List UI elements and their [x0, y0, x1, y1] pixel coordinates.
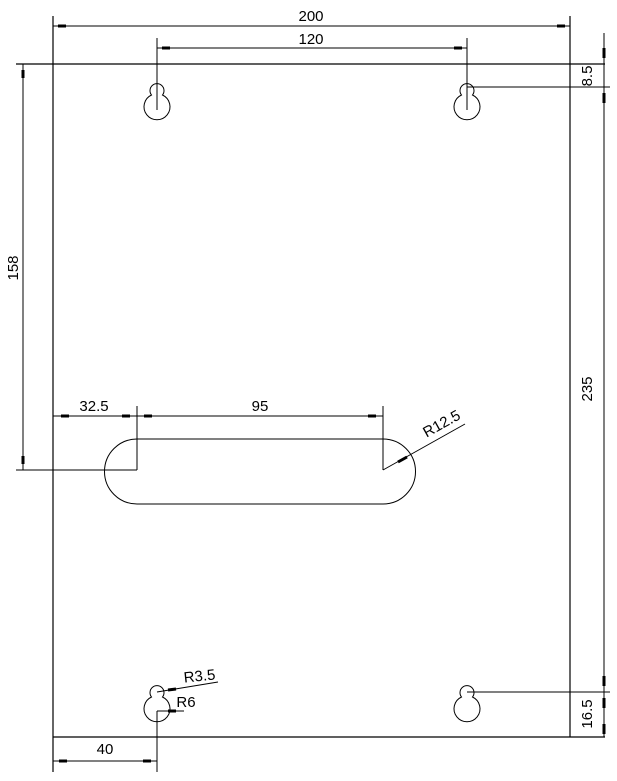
- dim-slot-height: 158: [5, 64, 137, 471]
- svg-text:95: 95: [252, 398, 269, 415]
- svg-text:R3.5: R3.5: [183, 666, 216, 686]
- svg-text:32.5: 32.5: [79, 398, 108, 415]
- svg-text:40: 40: [97, 741, 114, 758]
- plate-outline: [16, 16, 605, 772]
- slot: [104, 406, 416, 505]
- svg-text:120: 120: [298, 31, 323, 48]
- dim-hole-spacing-horizontal: 120: [156, 31, 468, 110]
- keyhole-top-right: [453, 83, 610, 121]
- dim-slot-left-offset: 32.5: [53, 398, 137, 418]
- svg-text:R12.5: R12.5: [420, 407, 463, 441]
- keyhole-bottom-left: [143, 685, 171, 723]
- svg-text:200: 200: [298, 8, 323, 25]
- svg-text:R6: R6: [176, 694, 195, 711]
- dim-bottom-hole-offset: 16.5: [579, 699, 596, 728]
- keyhole-bottom-right: [453, 685, 610, 723]
- dim-bottom-hole-left-offset: 40: [53, 741, 157, 763]
- dim-overall-width: 200: [53, 8, 570, 28]
- keyhole-top-left: [143, 83, 171, 121]
- dim-keyhole-radii: R3.5 R6: [156, 666, 219, 772]
- dim-slot-radius: R12.5: [382, 407, 466, 471]
- svg-text:158: 158: [5, 255, 22, 280]
- dim-hole-spacing-vertical: 235: [579, 376, 596, 401]
- dim-slot-length: 95: [137, 398, 383, 418]
- dim-right-vertical: 8.5 235 16.5: [579, 33, 606, 737]
- dim-top-hole-offset: 8.5: [579, 66, 596, 87]
